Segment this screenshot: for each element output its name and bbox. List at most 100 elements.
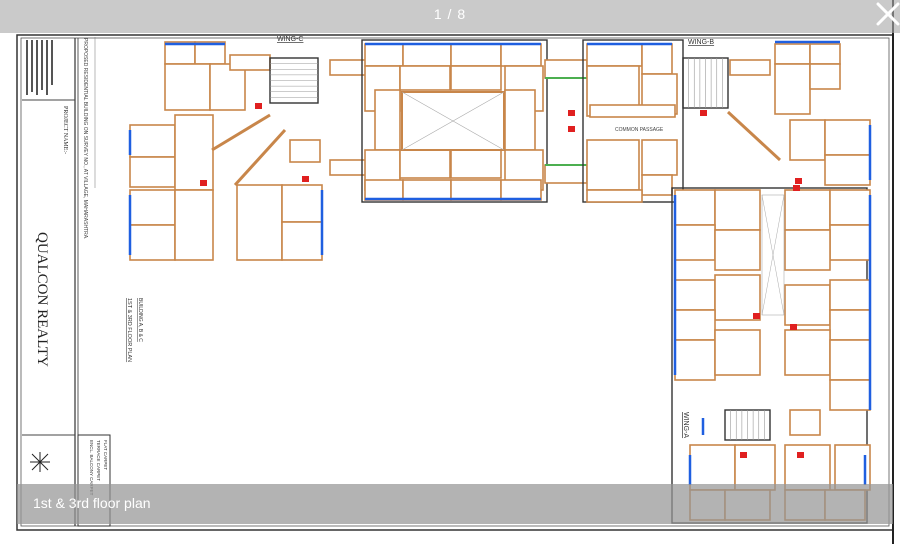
- room-marker: [795, 178, 802, 184]
- room: [236, 184, 283, 261]
- room: [289, 139, 321, 163]
- room: [589, 104, 676, 118]
- wing-c-label: WING-C: [277, 36, 303, 43]
- close-button[interactable]: [870, 0, 900, 28]
- room: [774, 43, 811, 65]
- corridor: [233, 128, 287, 187]
- room: [281, 184, 323, 223]
- room: [829, 339, 871, 381]
- room: [809, 63, 841, 90]
- room: [641, 139, 678, 176]
- room: [402, 179, 452, 201]
- room: [829, 279, 871, 311]
- room: [329, 59, 371, 76]
- room: [504, 89, 536, 151]
- room: [674, 309, 716, 341]
- room-marker: [302, 176, 309, 182]
- room: [784, 444, 831, 491]
- room: [450, 149, 502, 179]
- corridor: [211, 113, 271, 152]
- room: [586, 139, 640, 191]
- room-marker: [753, 313, 760, 319]
- room: [129, 124, 176, 158]
- room: [784, 229, 831, 271]
- room: [544, 164, 588, 184]
- lightbox-top-bar: 1 / 8: [0, 0, 900, 33]
- room: [209, 63, 246, 111]
- atrium-cross: [401, 91, 505, 151]
- room: [450, 43, 502, 67]
- room: [450, 179, 502, 201]
- room: [399, 65, 451, 91]
- room: [714, 329, 761, 376]
- room: [789, 409, 821, 436]
- room: [824, 119, 871, 156]
- room: [714, 229, 761, 271]
- project-name: QUALCON REALTY: [34, 232, 50, 367]
- room: [784, 189, 831, 231]
- room: [544, 59, 588, 79]
- room-marker: [790, 324, 797, 330]
- image-counter: 1 / 8: [433, 6, 467, 22]
- carpet-legend: FLAT CARPET TERRACE CARPET ENCL. BALCONY…: [89, 440, 108, 496]
- title-block: [22, 37, 111, 527]
- room-marker: [740, 452, 747, 458]
- room: [374, 89, 401, 151]
- company-logo: [30, 452, 50, 472]
- wall-outline: [361, 39, 548, 203]
- room: [674, 224, 716, 261]
- room: [500, 179, 542, 201]
- room-marker: [797, 452, 804, 458]
- room-marker: [255, 103, 262, 109]
- room-marker: [700, 110, 707, 116]
- wing-b-label: WING-B: [688, 39, 714, 46]
- room: [194, 41, 226, 65]
- room: [824, 154, 871, 186]
- room: [829, 189, 871, 226]
- room: [174, 189, 214, 261]
- image-caption-bar: 1st & 3rd floor plan: [17, 484, 893, 524]
- room: [674, 189, 716, 226]
- open-void: [761, 194, 785, 316]
- room: [829, 224, 871, 261]
- room: [500, 43, 542, 67]
- room: [129, 156, 176, 188]
- room: [329, 159, 371, 176]
- room: [586, 189, 643, 203]
- room: [784, 284, 831, 326]
- room: [784, 329, 831, 376]
- close-icon: [876, 2, 900, 26]
- project-label: PROJECT NAME:-: [62, 106, 68, 154]
- room: [402, 43, 452, 67]
- legend-balcony-carpet: ENCL. BALCONY CARPET: [89, 440, 94, 496]
- room: [641, 43, 673, 75]
- void-cross: [761, 194, 785, 316]
- room: [164, 41, 196, 65]
- room-marker: [568, 126, 575, 132]
- room: [281, 221, 323, 261]
- room: [809, 43, 841, 65]
- room-marker: [200, 180, 207, 186]
- room: [164, 63, 211, 111]
- room: [450, 65, 502, 91]
- room-marker: [568, 110, 575, 116]
- room: [829, 379, 871, 411]
- room: [829, 309, 871, 341]
- room: [364, 179, 404, 201]
- image-caption: 1st & 3rd floor plan: [33, 495, 151, 511]
- room: [641, 174, 673, 196]
- room: [364, 43, 404, 67]
- room: [129, 189, 176, 226]
- building-label: BUILDING A, B & C: [137, 298, 143, 342]
- project-description: PROPOSED RESIDENTIAL BUILDING ON SURVEY …: [82, 38, 88, 239]
- room: [586, 43, 643, 67]
- room: [714, 274, 761, 321]
- room: [399, 149, 451, 179]
- corridor: [726, 110, 782, 162]
- room: [789, 119, 826, 161]
- room: [174, 114, 214, 191]
- legend-terrace-carpet: TERRACE CARPET: [96, 440, 101, 481]
- room: [674, 279, 716, 311]
- room: [714, 189, 761, 231]
